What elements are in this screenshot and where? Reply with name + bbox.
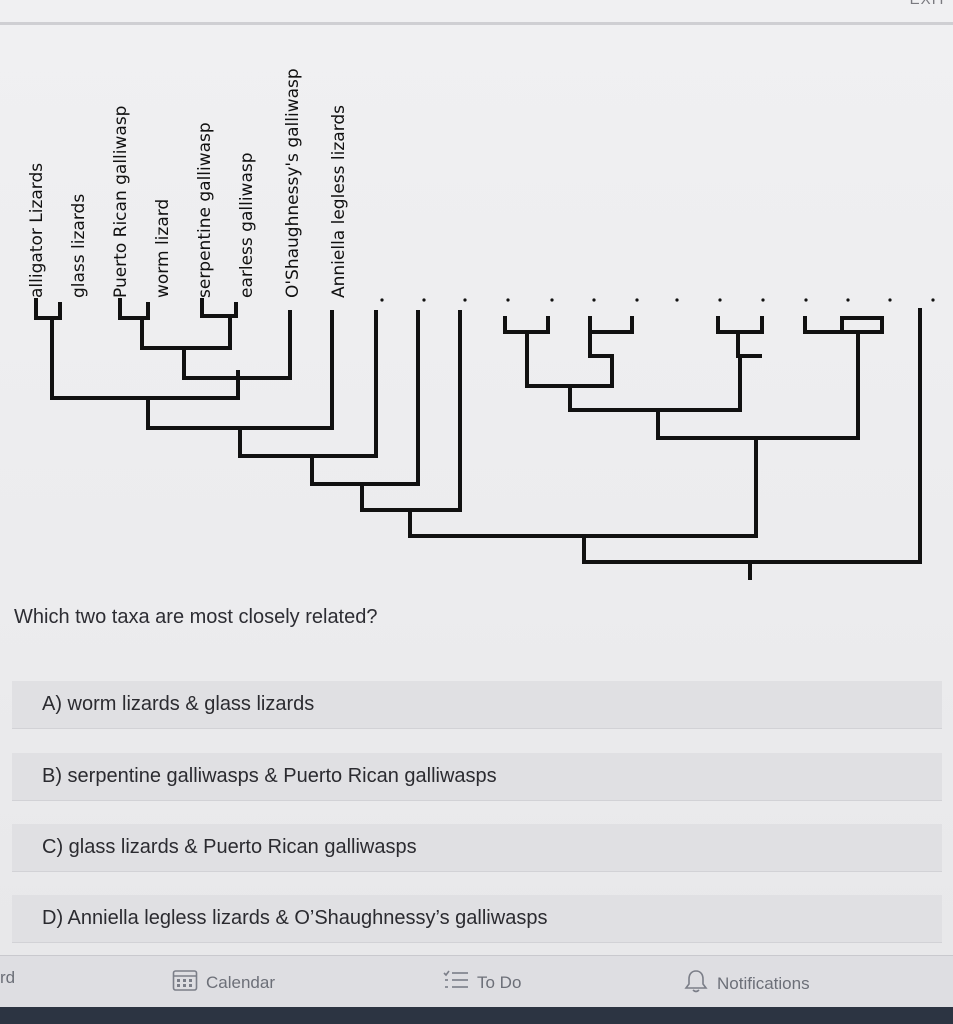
bell-icon <box>683 968 709 999</box>
cladogram: alligator Lizards glass lizards Puerto R… <box>27 68 935 580</box>
header-divider <box>0 22 953 25</box>
calendar-icon <box>172 968 198 997</box>
answer-choice-d[interactable]: D) Anniella legless lizards & O’Shaughne… <box>12 895 942 942</box>
taxon-label: glass lizards <box>69 194 89 298</box>
tab-notifications[interactable]: Notifications <box>683 968 810 999</box>
cladogram-taxa: alligator Lizards glass lizards Puerto R… <box>27 68 349 298</box>
taxon-label: worm lizard <box>153 199 173 298</box>
tab-todo[interactable]: To Do <box>443 968 521 997</box>
question-text: Which two taxa are most closely related? <box>14 606 378 628</box>
device-bottom-bezel <box>0 1007 953 1024</box>
taxon-label: Puerto Rican galliwasp <box>111 106 131 298</box>
answer-choice-a[interactable]: A) worm lizards & glass lizards <box>12 681 942 728</box>
tab-dashboard[interactable]: rd <box>0 968 15 988</box>
cladogram-tip-dots <box>380 298 935 302</box>
bottom-tab-bar: rd Calendar <box>0 955 953 1008</box>
tab-label: rd <box>0 968 16 987</box>
tab-label: Notifications <box>717 973 810 993</box>
tab-calendar[interactable]: Calendar <box>172 968 275 997</box>
todo-list-icon <box>443 968 469 997</box>
cladogram-branches <box>34 298 922 580</box>
exit-button[interactable]: EXIT <box>910 0 947 8</box>
taxon-label: alligator Lizards <box>27 163 47 298</box>
tab-label: To Do <box>477 972 522 992</box>
taxon-label: earless galliwasp <box>237 152 257 298</box>
taxon-label: serpentine galliwasp <box>195 122 215 298</box>
answer-choice-b[interactable]: B) serpentine galliwasps & Puerto Rican … <box>12 753 942 800</box>
answer-choice-label: D) Anniella legless lizards & O’Shaughne… <box>42 907 548 929</box>
answer-choice-label: B) serpentine galliwasps & Puerto Rican … <box>42 765 497 787</box>
answer-choice-label: A) worm lizards & glass lizards <box>42 693 315 715</box>
answer-choice-c[interactable]: C) glass lizards & Puerto Rican galliwas… <box>12 824 942 871</box>
answer-choice-label: C) glass lizards & Puerto Rican galliwas… <box>42 836 417 858</box>
quiz-page: EXIT <box>0 0 953 955</box>
taxon-label: Anniella legless lizards <box>329 105 349 298</box>
taxon-label: O'Shaughnessy's galliwasp <box>283 68 303 298</box>
tab-label: Calendar <box>206 972 275 992</box>
